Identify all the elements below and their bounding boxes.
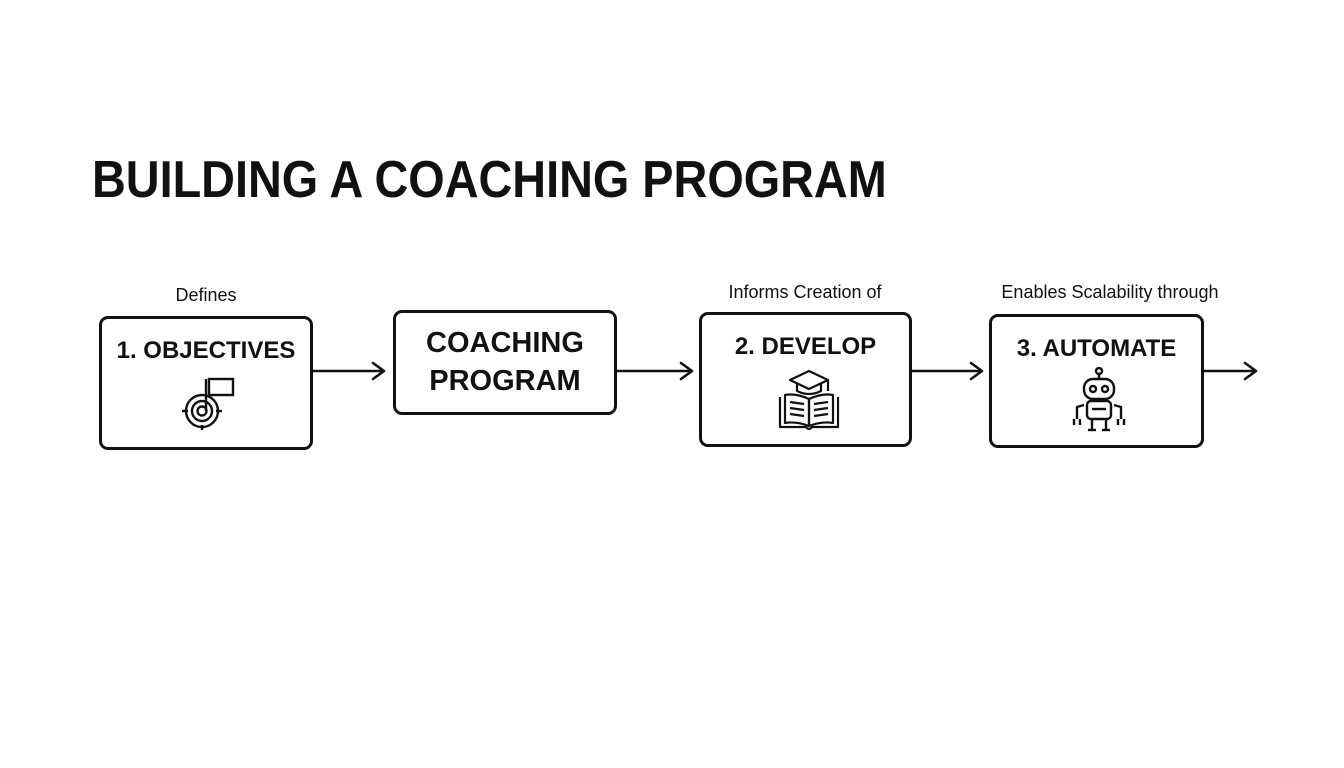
arrow-program-to-develop: [615, 361, 694, 381]
arrow-develop-to-automate: [910, 361, 984, 381]
arrow-objectives-to-program: [311, 361, 386, 381]
robot-icon: [1072, 367, 1126, 432]
diagram-title: BUILDING A COACHING PROGRAM: [92, 151, 887, 209]
node-program-label-line2: PROGRAM: [429, 365, 581, 397]
node-objectives-label: 1. OBJECTIVES: [116, 337, 296, 364]
node-develop-label: 2. DEVELOP: [734, 333, 877, 360]
graduation-book-icon: [778, 369, 840, 431]
node-objectives: 1. OBJECTIVES: [99, 316, 313, 450]
edge-label-defines: Defines: [175, 285, 237, 305]
edge-label-enables: Enables Scalability through: [1001, 282, 1219, 302]
arrow-automate-out: [1202, 361, 1258, 381]
node-coaching-program: COACHING PROGRAM: [393, 310, 617, 415]
node-develop: 2. DEVELOP: [699, 312, 912, 447]
target-flag-icon: [182, 377, 235, 430]
node-program-label-line1: COACHING: [426, 327, 584, 359]
node-automate-label: 3. AUTOMATE: [1016, 335, 1177, 362]
node-automate: 3. AUTOMATE: [989, 314, 1204, 448]
edge-label-informs: Informs Creation of: [728, 282, 882, 302]
